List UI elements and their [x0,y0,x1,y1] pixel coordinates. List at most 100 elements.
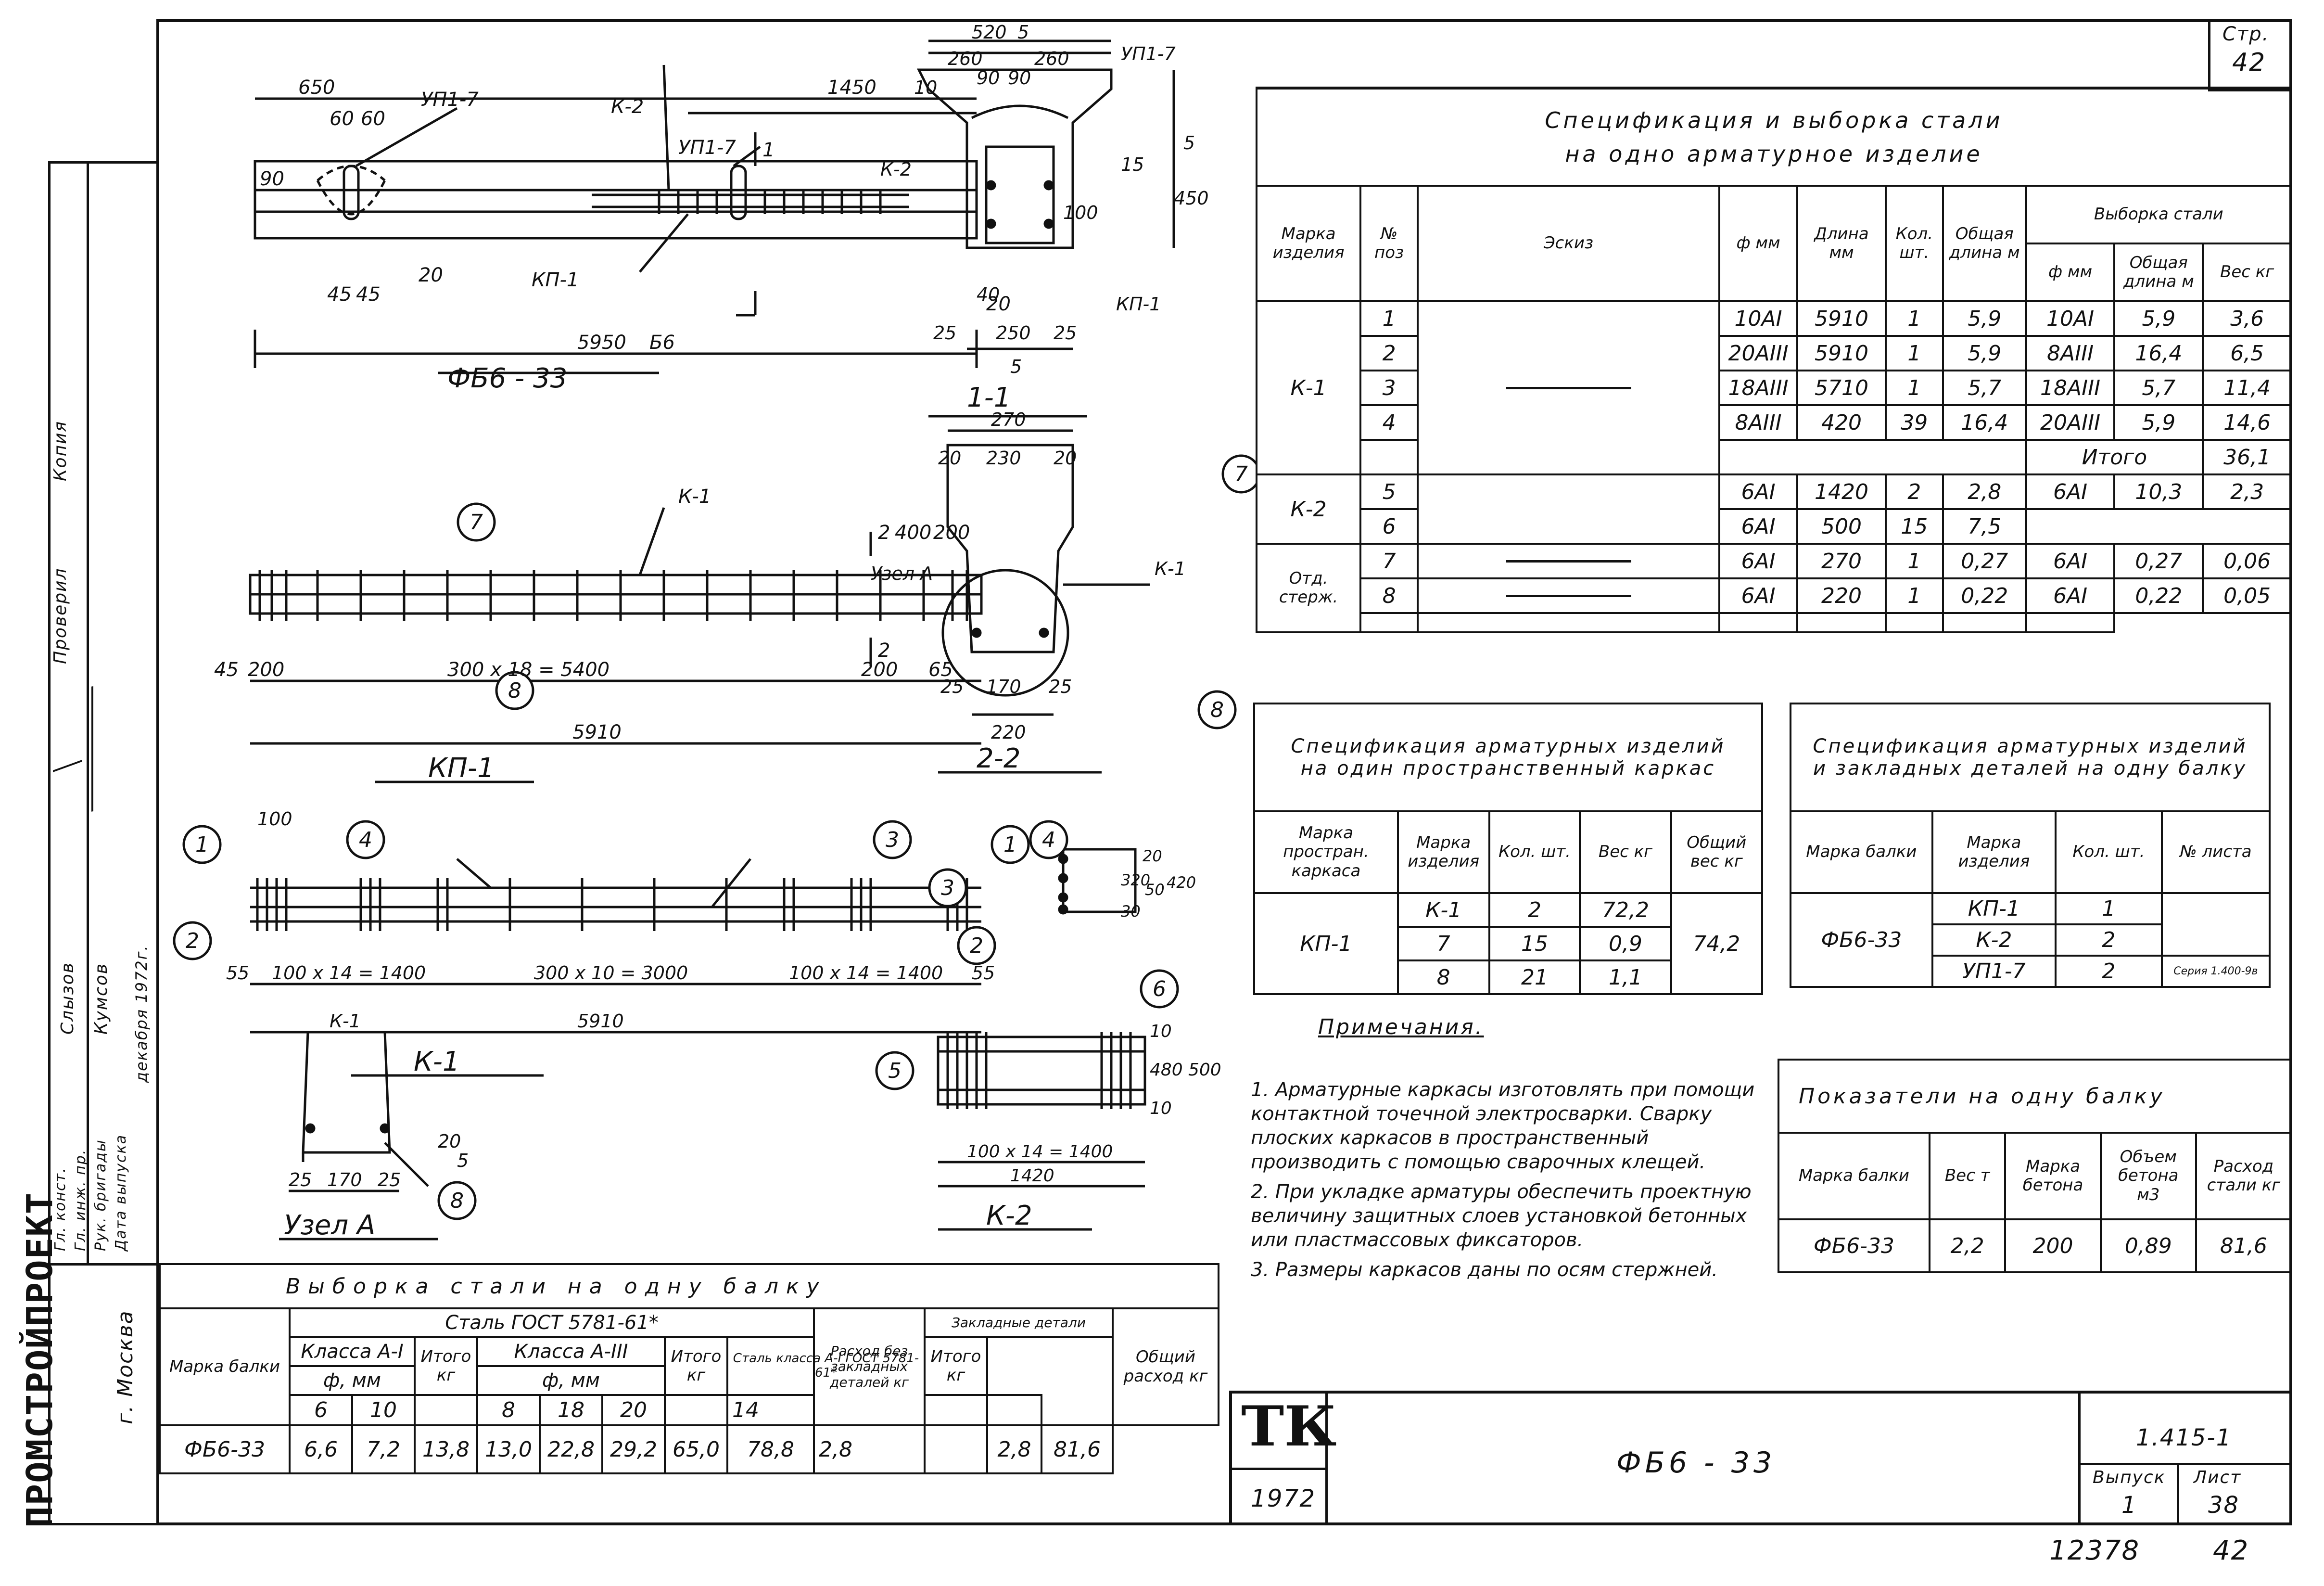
notes-title: Примечания. [1318,1015,1484,1039]
table-cell [2025,508,2291,544]
table-cell: 20 [601,1394,666,1426]
table-cell: 72,2 [1579,892,1672,928]
table-cell: 18 [539,1394,603,1426]
table-cell: К-2 [1931,923,2057,957]
ss-h-no-emb: Расход без закладных деталей кг [813,1307,926,1426]
table-cell: 10АI [1718,300,1799,337]
title-name: ФБ6 - 33 [1616,1446,1776,1480]
beam-h-item: Марка изделия [1931,810,2057,894]
h-sel-len: Общая длина м [2113,243,2204,302]
dim-60b: 60 [361,108,385,130]
table-cell: 5 [1359,473,1419,510]
k2-500: 500 [1188,1060,1221,1080]
row-k1-mark: К-1 [1255,300,1362,475]
dim-20: 20 [419,264,443,286]
stamp-copy: Копия [51,420,70,481]
table-cell: 8АIII [2025,335,2116,371]
node-5: 5 [457,1150,469,1171]
table-cell: 1 [2055,892,2163,925]
s11-tag5c: 5 [1010,356,1022,377]
table-cell: УП1-7 [1931,955,2057,988]
dim-1450: 1450 [827,77,876,99]
title-1-1: 1-1 [967,382,1011,413]
ss-h-phi-a1: ф, мм [289,1365,416,1396]
table-cell: 20АIII [1718,335,1799,371]
kp-mark: КП-1 [1253,892,1399,995]
title-code: 1.415-1 [2136,1424,2232,1451]
table-cell: 10 [351,1394,416,1426]
title-k1: К-1 [414,1046,460,1077]
table-cell: 8 [476,1394,541,1426]
table-cell: 5710 [1796,370,1887,406]
k2-100x14: 100 x 14 = 1400 [967,1142,1113,1162]
node-25b: 25 [378,1169,401,1190]
table-cell: 3 [1359,370,1419,406]
title-k2: К-2 [986,1200,1032,1231]
s11-25a: 25 [933,322,956,344]
s11-40: 40 [977,284,1000,305]
table-cell: 6 [1359,508,1419,545]
table-cell: 6АI [2025,473,2116,510]
table-cell: 13,0 [476,1424,541,1474]
h-qty: Кол. шт. [1884,185,1944,302]
table-cell: 8 [1397,959,1490,995]
k1-100x14b: 100 x 14 = 1400 [789,962,943,984]
table-cell: 22,8 [539,1424,603,1474]
callout-6: 6 [1153,977,1166,1001]
s22-25b: 25 [1049,676,1072,697]
note-2: 2. При укладке арматуры обеспечить проек… [1251,1181,1752,1251]
beam-h-mark: Марка балки [1790,810,1933,894]
table-cell: 78,8 [726,1424,815,1474]
h-sketch: Эскиз [1417,185,1720,302]
table-cell: 2,2 [1928,1218,2007,1273]
title-fb6-33: ФБ6 - 33 [447,363,567,394]
note-1: 1. Арматурные каркасы изготовлять при по… [1251,1079,1755,1173]
node-25a: 25 [289,1169,312,1190]
table-cell: 0,06 [2202,543,2292,579]
table-cell: 65,0 [664,1424,728,1474]
s22-20b: 20 [1054,448,1077,469]
table-cell: 29,2 [601,1424,666,1474]
s11-25b: 25 [1054,322,1077,344]
row-sep-mark: Отд. стерж. [1255,543,1362,633]
ss-h-itogo-a3: Итого кг [664,1336,728,1396]
s11-90a: 90 [977,67,1000,89]
k1-5910: 5910 [577,1010,624,1032]
sheet-label-tb: Лист [2194,1468,2242,1487]
table-cell: 6,5 [2202,335,2292,371]
node-20: 20 [438,1131,461,1152]
bottom-page: 42 [2213,1535,2249,1566]
s22-230: 230 [986,448,1021,469]
stamp-name-1: Слызов [58,962,77,1035]
table-cell [1884,612,1944,633]
ss-h-emb: Закладные детали [924,1307,1114,1338]
kp-h-mark: Марка простран. каркаса [1253,810,1399,894]
table-cell [986,1394,1042,1426]
k1-55a: 55 [226,962,249,984]
bottom-code: 12378 [2049,1535,2140,1566]
table-cell [664,1394,728,1426]
s11-260b: 260 [1034,48,1069,69]
table-cell [1718,612,1799,633]
table-cell: 81,6 [1040,1424,1114,1474]
spec-main-table: Спецификация и выборка стали на одно арм… [1255,87,2293,633]
node-k1: К-1 [330,1010,361,1032]
table-cell: 2,3 [2202,473,2292,510]
tag-b6: Б6 [649,332,675,354]
table-cell: 1 [1359,300,1419,337]
sheet-number: 42 [2232,48,2266,77]
s11-kp1: КП-1 [1116,294,1161,315]
ss-h-a3: Класса А-III [476,1336,666,1367]
ss-h-gost: Сталь ГОСТ 5781-61* [289,1307,815,1338]
table-cell: 18АIII [2025,370,2116,406]
table-cell: 220 [1796,577,1887,614]
table-cell [1417,612,1720,633]
table-cell [2025,612,2116,633]
kp-h-w: Вес кг [1579,810,1672,894]
dim-60a: 60 [330,108,354,130]
table-cell [2160,892,2271,956]
table-cell: 6АI [2025,543,2116,579]
k2-10a: 10 [1150,1022,1172,1041]
table-cell: 15 [1488,926,1581,961]
s22-170: 170 [986,676,1021,697]
